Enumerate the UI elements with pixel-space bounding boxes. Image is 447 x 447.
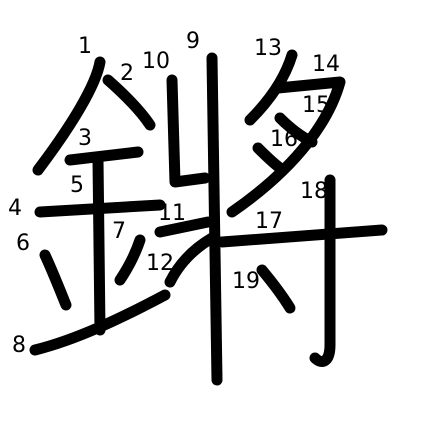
stroke-number-17: 17 (255, 209, 283, 234)
stroke-number-14: 14 (312, 52, 340, 77)
stroke-11 (154, 216, 214, 238)
stroke-number-3: 3 (78, 126, 92, 151)
stroke-18 (309, 174, 336, 367)
stroke-7 (114, 234, 146, 286)
stroke-1 (32, 56, 106, 176)
stroke-number-19: 19 (232, 269, 260, 294)
stroke-number-1: 1 (78, 34, 92, 59)
stroke-17 (216, 224, 388, 248)
stroke-number-18: 18 (300, 179, 328, 204)
stroke-3 (64, 146, 144, 166)
stroke-8 (29, 289, 171, 356)
stroke-10 (166, 74, 211, 188)
stroke-16 (252, 142, 286, 174)
stroke-number-10: 10 (142, 49, 170, 74)
stroke-number-11: 11 (158, 201, 186, 226)
stroke-number-13: 13 (254, 36, 282, 61)
stroke-number-9: 9 (186, 29, 200, 54)
stroke-number-12: 12 (146, 251, 174, 276)
stroke-number-2: 2 (120, 61, 134, 86)
stroke-15 (274, 112, 318, 148)
stroke-number-8: 8 (12, 333, 26, 358)
stroke-5 (92, 154, 106, 336)
stroke-6 (39, 249, 72, 311)
stroke-2 (102, 74, 156, 131)
stroke-number-16: 16 (270, 127, 298, 152)
stroke-number-15: 15 (302, 93, 330, 118)
stroke-12 (164, 232, 218, 288)
stroke-number-4: 4 (8, 196, 22, 221)
stroke-number-7: 7 (112, 219, 126, 244)
stroke-number-5: 5 (70, 173, 84, 198)
stroke-9 (206, 52, 223, 386)
stroke-number-6: 6 (16, 231, 30, 256)
stroke-19 (256, 264, 296, 314)
